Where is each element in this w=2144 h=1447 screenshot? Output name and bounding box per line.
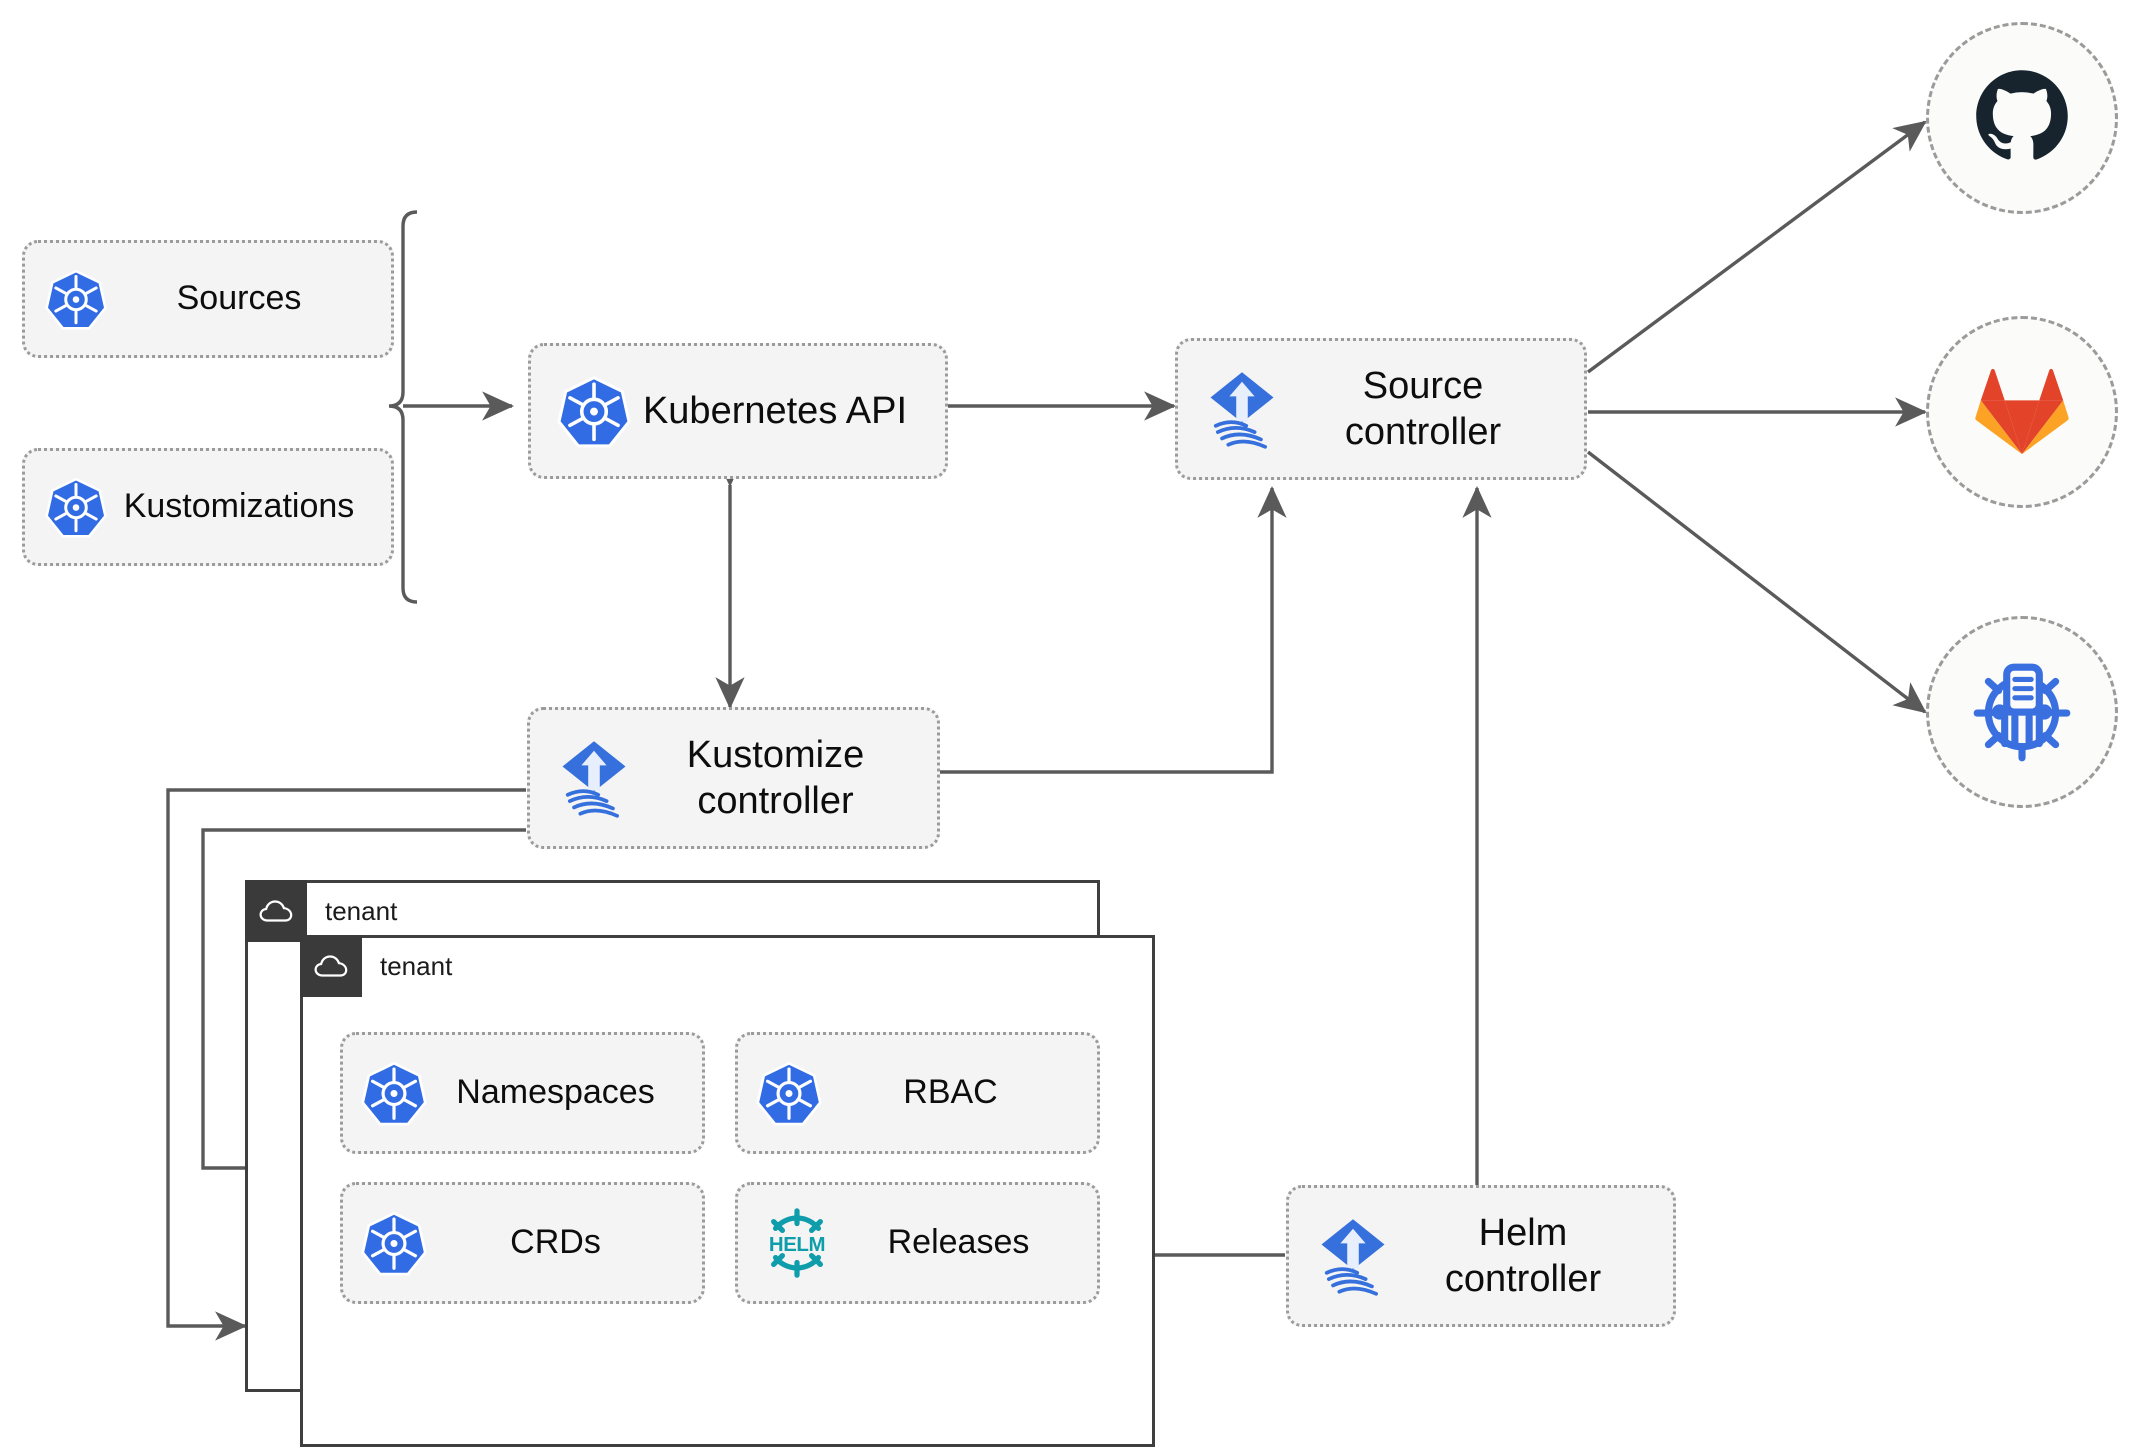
node-kubernetes-api[interactable]: Kubernetes API xyxy=(528,343,948,479)
node-label-releases: Releases xyxy=(887,1223,1030,1262)
node-helm-controller[interactable]: Helm controller xyxy=(1286,1185,1676,1327)
node-kustomize-controller[interactable]: Kustomize controller xyxy=(527,707,940,849)
provider-gitlab[interactable] xyxy=(1926,316,2118,508)
node-label-crds: CRDs xyxy=(510,1223,601,1262)
kubernetes-icon xyxy=(361,1210,427,1276)
svg-text:HELM: HELM xyxy=(769,1234,825,1256)
kubernetes-icon xyxy=(756,1060,822,1126)
node-label-rbac: RBAC xyxy=(903,1073,998,1112)
tenant-tab-front: tenant xyxy=(300,935,452,997)
edge-source-to-github xyxy=(1586,120,1927,374)
node-label-namespaces: Namespaces xyxy=(456,1073,655,1112)
tenant-tab-back: tenant xyxy=(245,880,397,942)
diagram-canvas: tenant tenant xyxy=(22,22,2118,1447)
edge-resources-bracket xyxy=(388,210,418,604)
helm-chart-repository-icon xyxy=(1966,654,2078,771)
flux-icon xyxy=(1200,367,1284,451)
node-source-controller[interactable]: Source controller xyxy=(1175,338,1587,480)
flux-icon xyxy=(1311,1214,1395,1298)
cloud-icon xyxy=(300,935,362,997)
tenant-label-back: tenant xyxy=(325,895,398,926)
node-rbac[interactable]: RBAC xyxy=(735,1032,1100,1154)
kubernetes-icon xyxy=(45,476,107,538)
edge-layer xyxy=(166,120,1928,1341)
node-kustomizations[interactable]: Kustomizations xyxy=(22,448,394,566)
node-label-sources: Sources xyxy=(176,279,302,318)
node-namespaces[interactable]: Namespaces xyxy=(340,1032,705,1154)
edge-kustomize-to-source xyxy=(940,485,1287,774)
node-crds[interactable]: CRDs xyxy=(340,1182,705,1304)
node-sources[interactable]: Sources xyxy=(22,240,394,358)
edge-source-to-helm-repos xyxy=(1586,450,1927,714)
kubernetes-icon xyxy=(361,1060,427,1126)
tenant-label-front: tenant xyxy=(380,950,453,981)
node-label-source-controller: Source controller xyxy=(1344,364,1502,453)
kubernetes-icon xyxy=(45,268,107,330)
helm-icon: HELM xyxy=(756,1207,838,1279)
gitlab-icon xyxy=(1974,364,2070,461)
node-label-kustomizations: Kustomizations xyxy=(123,487,355,526)
node-releases[interactable]: HELM Releases xyxy=(735,1182,1100,1304)
edge-kustomize-to-tenant-back xyxy=(166,788,526,1341)
node-label-kubernetes-api: Kubernetes API xyxy=(642,389,908,432)
cloud-icon xyxy=(245,880,307,942)
flux-icon xyxy=(552,736,636,820)
provider-github[interactable] xyxy=(1926,22,2118,214)
node-label-helm-controller: Helm controller xyxy=(1444,1211,1602,1300)
node-label-kustomize-controller: Kustomize controller xyxy=(686,733,865,822)
provider-helm-repositories[interactable] xyxy=(1926,616,2118,808)
kubernetes-icon xyxy=(557,374,631,448)
github-icon xyxy=(1970,64,2074,173)
